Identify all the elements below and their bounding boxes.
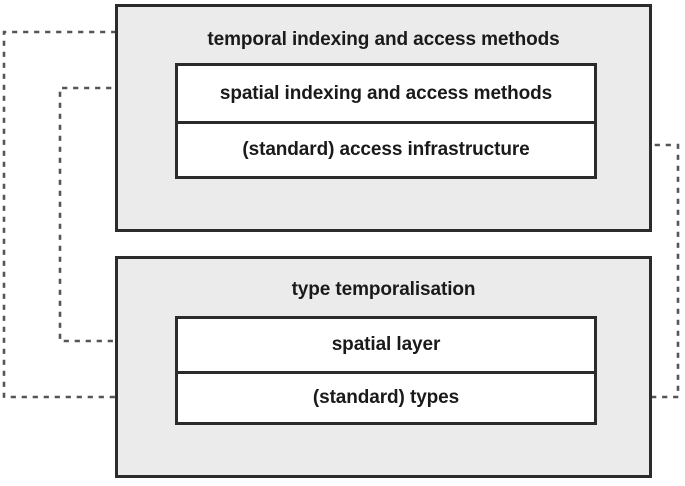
- layer-stack-temporal: spatial indexing and access methods (sta…: [175, 63, 597, 179]
- panel-type-temporalisation: type temporalisation spatial layer (stan…: [115, 256, 652, 478]
- panel-temporal-indexing: temporal indexing and access methods spa…: [115, 4, 652, 232]
- layer-standard-access-infrastructure: (standard) access infrastructure: [178, 121, 594, 176]
- layer-spatial-layer: spatial layer: [178, 319, 594, 371]
- panel-type-temporalisation-title: type temporalisation: [291, 279, 476, 300]
- panel-temporal-indexing-title: temporal indexing and access methods: [207, 29, 560, 50]
- layer-stack-type: spatial layer (standard) types: [175, 316, 597, 425]
- layer-standard-types: (standard) types: [178, 371, 594, 422]
- layer-spatial-indexing-and-access-methods: spatial indexing and access methods: [178, 66, 594, 121]
